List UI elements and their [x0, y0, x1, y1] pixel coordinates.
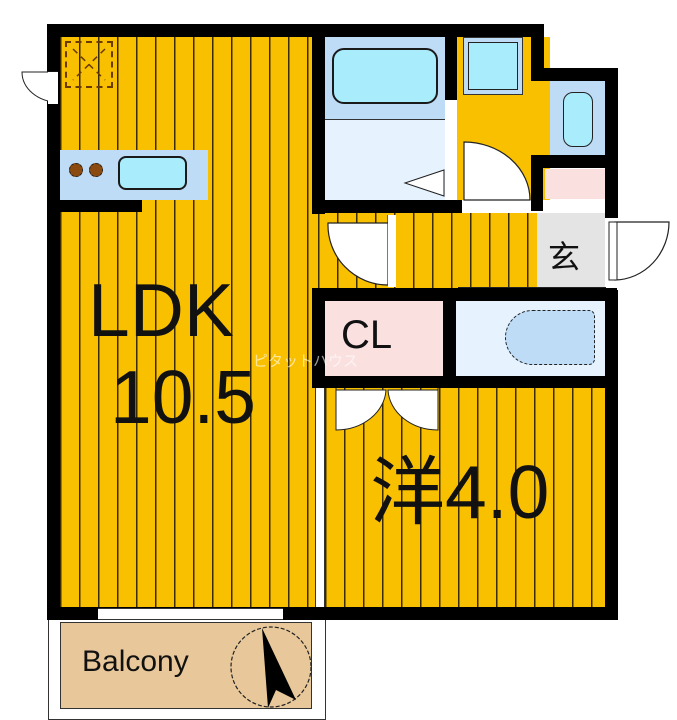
- washbasin: [563, 92, 593, 147]
- sliding-partition[interactable]: [315, 388, 325, 607]
- bathtub: [332, 48, 438, 104]
- washroom-wall-side: [531, 155, 543, 211]
- side-door-icon[interactable]: [20, 70, 60, 105]
- north-arrow-icon: [230, 626, 312, 708]
- wall-top-left: [47, 24, 544, 37]
- ldk-name: LDK: [88, 268, 234, 352]
- wall-right-lower: [605, 290, 618, 620]
- western-room-size: 4.0: [445, 450, 550, 534]
- balcony-window[interactable]: [98, 608, 283, 620]
- bath-door-icon: [403, 169, 445, 197]
- wall-notch: [531, 24, 544, 81]
- balcony-label: Balcony: [82, 645, 189, 678]
- refrigerator-cross-icon: [72, 48, 106, 81]
- closet-label: CL: [341, 313, 393, 357]
- washing-machine-pan: [463, 37, 523, 95]
- front-door-icon[interactable]: [605, 220, 670, 285]
- wall-right-upper: [605, 68, 618, 218]
- stove-burner-icon: [89, 163, 103, 177]
- wall-top-right: [535, 68, 617, 81]
- entrance-floor: [537, 213, 605, 288]
- stove-burner-icon: [69, 163, 83, 177]
- washroom-door-icon: [463, 141, 531, 201]
- ldk-floor: [60, 37, 318, 607]
- western-room-label: 洋4.0: [370, 455, 549, 530]
- closet: [325, 301, 443, 376]
- refrigerator-space: [65, 41, 113, 88]
- washroom-wall-mid: [531, 155, 616, 168]
- ldk-label: LDK: [88, 273, 234, 348]
- wall-left: [47, 24, 60, 614]
- ldk-door-icon[interactable]: [326, 213, 401, 288]
- toilet-icon: [505, 310, 595, 365]
- closet-wall-top: [312, 288, 617, 301]
- bath-wall-bottom: [312, 200, 462, 213]
- bath-wall-left: [312, 24, 325, 214]
- closet-wall-left: [312, 288, 325, 388]
- sink-icon: [118, 156, 187, 190]
- shoe-box: [545, 169, 605, 199]
- ldk-size: 10.5: [110, 355, 256, 439]
- western-room-name: 洋: [370, 450, 446, 534]
- closet-wall-bottom: [312, 376, 617, 388]
- closet-wall-right: [443, 288, 456, 388]
- closet-doors-icon[interactable]: [334, 388, 442, 433]
- western-room-floor: [325, 385, 605, 607]
- bath-wall-right: [445, 24, 457, 100]
- kitchen-wall: [60, 200, 142, 212]
- watermark: ピタットハウス: [253, 353, 359, 370]
- entrance-label: 玄: [548, 239, 581, 275]
